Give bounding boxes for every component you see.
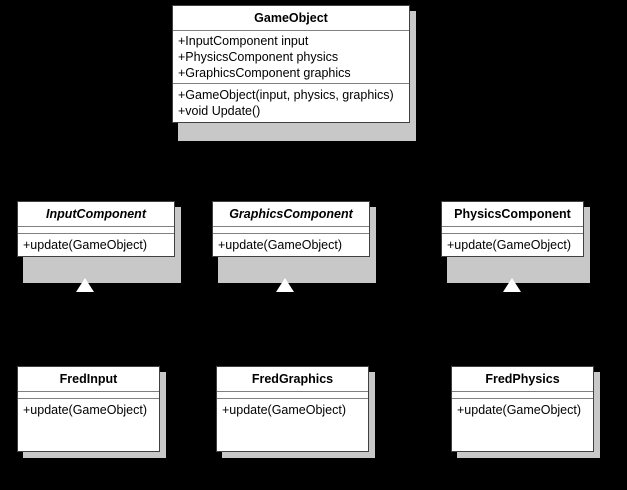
class-operation: +update(GameObject) [23,403,148,417]
class-operation: +update(GameObject) [457,403,582,417]
class-operations-game-object: +GameObject(input, physics, graphics) +v… [173,84,409,122]
class-attributes-fred-physics [452,392,593,399]
generalization-triangle-physics-component [503,278,521,292]
class-box-input-component[interactable]: InputComponent +update(GameObject) [17,201,175,257]
class-box-game-object[interactable]: GameObject +InputComponent input +Physic… [172,5,410,123]
class-operation: +GameObject(input, physics, graphics) [178,88,394,102]
class-title-fred-physics: FredPhysics [452,367,593,392]
class-box-graphics-component[interactable]: GraphicsComponent +update(GameObject) [212,201,370,257]
class-title-input-component: InputComponent [18,202,174,227]
class-attributes-physics-component [442,227,583,234]
class-attribute: +PhysicsComponent physics [178,50,339,64]
class-operation: +void Update() [178,104,261,118]
class-attributes-fred-input [18,392,159,399]
class-operations-fred-input: +update(GameObject) [18,399,159,421]
class-attributes-game-object: +InputComponent input +PhysicsComponent … [173,31,409,84]
class-operations-graphics-component: +update(GameObject) [213,234,369,256]
class-title-fred-input: FredInput [18,367,159,392]
class-attributes-fred-graphics [217,392,368,399]
class-box-physics-component[interactable]: PhysicsComponent +update(GameObject) [441,201,584,257]
class-title-fred-graphics: FredGraphics [217,367,368,392]
class-box-fred-graphics[interactable]: FredGraphics +update(GameObject) [216,366,369,452]
class-operation: +update(GameObject) [222,403,347,417]
class-operations-input-component: +update(GameObject) [18,234,174,256]
class-operations-physics-component: +update(GameObject) [442,234,583,256]
class-operations-fred-graphics: +update(GameObject) [217,399,368,421]
class-attribute: +InputComponent input [178,34,309,48]
generalization-triangle-graphics-component [276,278,294,292]
class-box-fred-physics[interactable]: FredPhysics +update(GameObject) [451,366,594,452]
class-attributes-graphics-component [213,227,369,234]
class-title-graphics-component: GraphicsComponent [213,202,369,227]
connector-line-graphics [284,286,286,366]
class-operation: +update(GameObject) [447,238,572,252]
class-attribute: +GraphicsComponent graphics [178,66,351,80]
class-operation: +update(GameObject) [23,238,148,252]
class-title-physics-component: PhysicsComponent [442,202,583,227]
class-operations-fred-physics: +update(GameObject) [452,399,593,421]
class-operation: +update(GameObject) [218,238,343,252]
class-title-game-object: GameObject [173,6,409,31]
generalization-triangle-input-component [76,278,94,292]
class-attributes-input-component [18,227,174,234]
class-box-fred-input[interactable]: FredInput +update(GameObject) [17,366,160,452]
